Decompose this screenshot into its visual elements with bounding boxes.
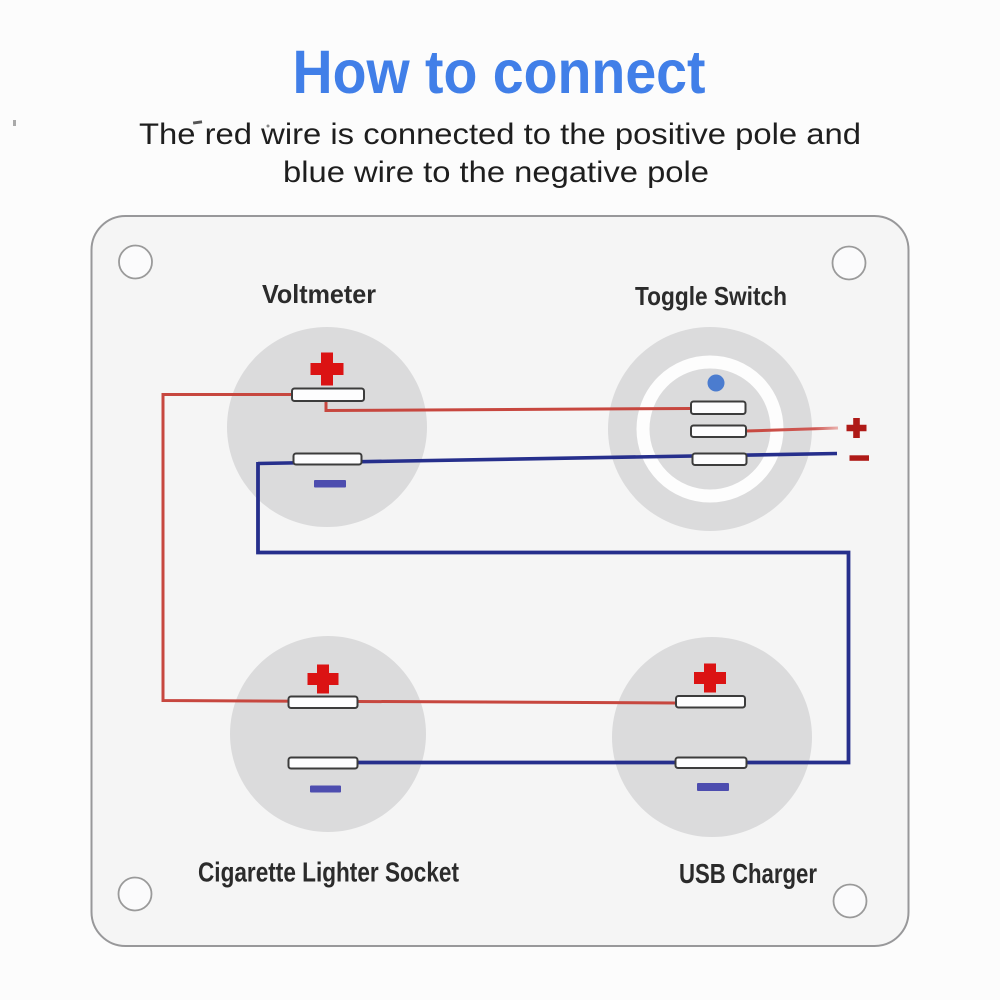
svg-text:Voltmeter: Voltmeter <box>262 279 376 309</box>
svg-text:How to connect: How to connect <box>293 38 706 106</box>
svg-text:Toggle Switch: Toggle Switch <box>635 281 787 311</box>
svg-text:blue wire to the negative pole: blue wire to the negative pole <box>283 156 709 189</box>
svg-text:Cigarette Lighter Socket: Cigarette Lighter Socket <box>198 857 459 888</box>
svg-text:USB Charger: USB Charger <box>679 858 817 889</box>
svg-text:The red wire is connected to t: The red wire is connected to the positiv… <box>139 118 861 151</box>
